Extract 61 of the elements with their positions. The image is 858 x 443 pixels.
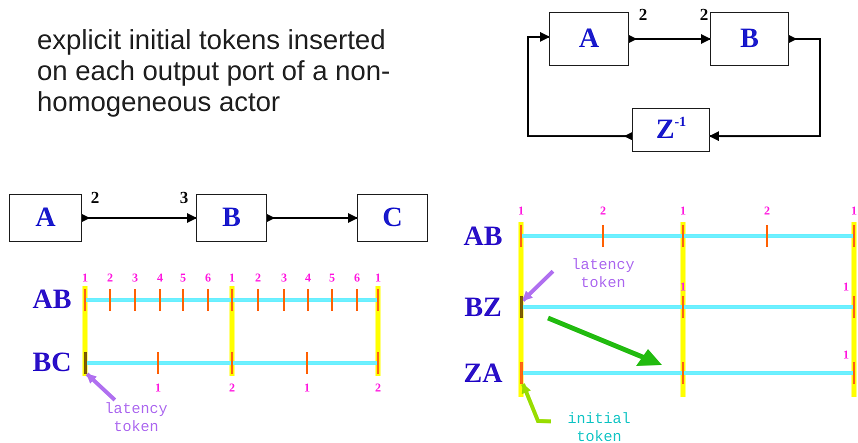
tick-number: 6 [205,270,211,286]
token-count: 3 [180,188,188,208]
actor-name: B [740,23,759,55]
tick-number: 1 [82,270,88,286]
token-mark [84,352,87,374]
tick-number: 1 [680,280,686,294]
channel-label: AB [32,284,72,316]
tick-number: 1 [851,204,857,218]
tick-number: 2 [255,270,261,286]
tick-number: 6 [354,270,360,286]
actor-name: Z$^{-1}$ [656,114,686,146]
annotation-text: latency token [103,401,168,437]
tick-number: 4 [157,270,163,286]
token-mark [520,296,523,318]
tick-number: 2 [229,380,235,396]
actor-name: C [382,202,403,234]
actor-name: A [578,23,600,55]
channel-label: ZA [464,358,502,390]
tick-number: 2 [375,380,381,396]
annotation-text: latency token [570,257,636,293]
tick-number: 3 [132,270,138,286]
actor-box [196,194,267,242]
tick-number: 2 [107,270,113,286]
actor-box [549,12,629,66]
tick-number: 1 [229,270,235,286]
tick-number: 3 [281,270,287,286]
leader-line [521,383,552,424]
token-count: 2 [638,5,648,25]
token-mark [520,362,523,384]
channel-label: AB [464,221,502,253]
actor-box [9,194,82,242]
tick-number: 1 [843,280,849,294]
leader-line [522,270,554,302]
actor-box [357,194,428,242]
arrow [709,34,821,142]
tick-number: 1 [680,204,686,218]
tick-number: 4 [305,270,311,286]
token-count: 2 [700,5,708,25]
annotation-text: initial token [566,411,632,443]
actor-name: B [222,202,241,234]
tick-number: 5 [329,270,335,286]
actor-box [710,12,789,66]
tick-number: 2 [764,204,770,218]
token-count: 2 [90,188,100,208]
tick-number: 2 [600,204,606,218]
tick-number: 1 [518,204,524,218]
channel-label: BC [32,347,72,379]
actor-name: A [35,202,56,234]
description-text: explicit initial tokens inserted on each output port of a non-homogeneous actor [37,24,392,117]
arrow [266,213,358,223]
tick-number: 1 [375,270,381,286]
tick-number: 1 [843,348,849,362]
tick-number: 1 [304,380,310,396]
arrow [81,213,197,223]
tick-number: 5 [180,270,186,286]
arrow [527,32,633,141]
arrow [628,34,711,44]
leader-line [86,372,116,402]
tick-number: 1 [155,380,161,396]
channel-label: BZ [464,292,502,324]
actor-box [632,108,710,152]
